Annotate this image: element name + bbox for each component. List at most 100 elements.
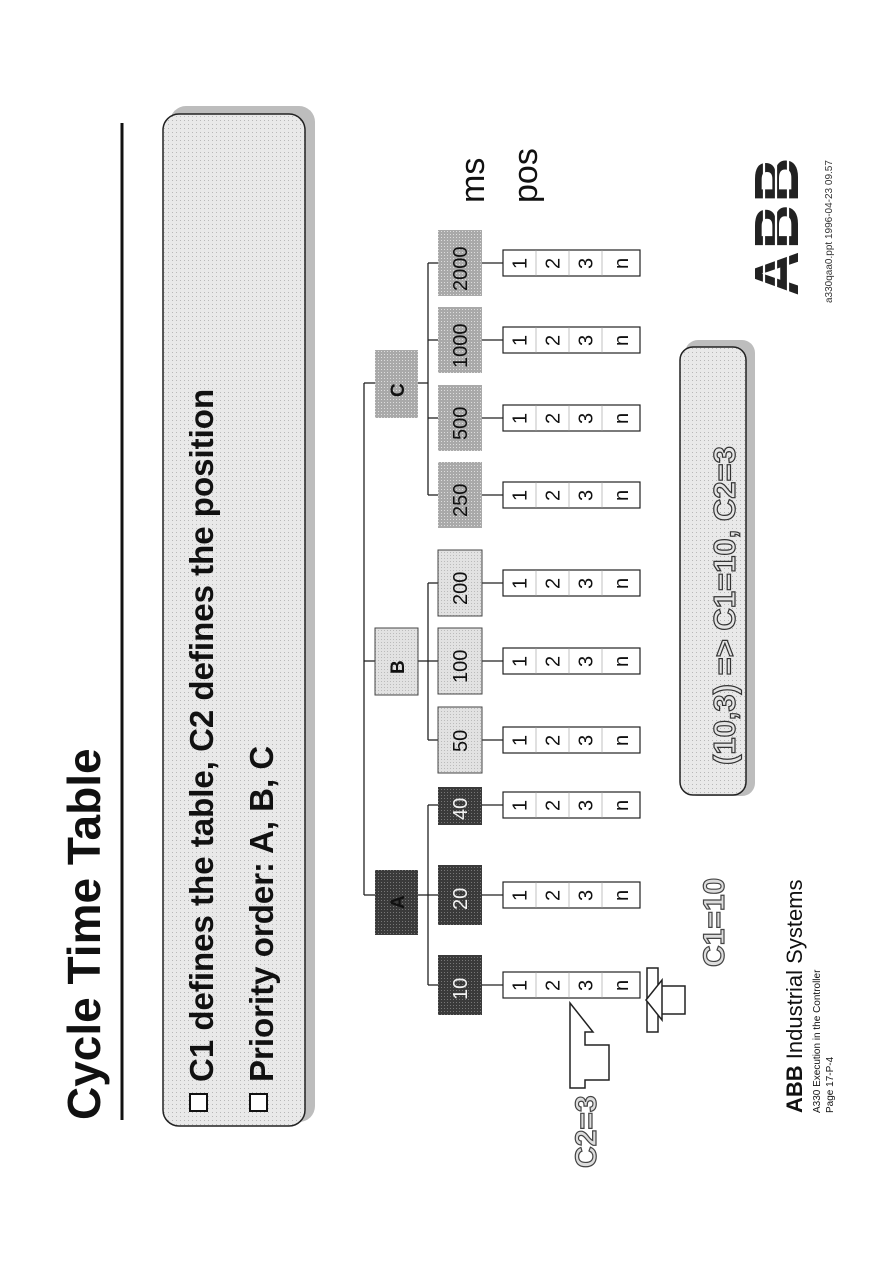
position-value: 1 (510, 800, 532, 811)
pos-column-frame (502, 404, 641, 432)
position-value: 1 (510, 258, 532, 269)
pos-column-frame (502, 647, 641, 675)
position-value: 2 (543, 890, 565, 901)
position-value: 2 (543, 656, 565, 667)
position-value: 1 (510, 578, 532, 589)
footer-line-1: A330 Execution in the Controller (812, 969, 823, 1113)
position-value: 2 (543, 578, 565, 589)
pos-column-frame (502, 971, 641, 999)
c1-label: C1=10 (698, 878, 731, 967)
ms-label-500: 500 (450, 407, 472, 440)
group-c-label: C (388, 383, 409, 397)
ms-label-10: 10 (450, 978, 472, 1000)
abb-logo: ABB (726, 120, 812, 298)
pos-column-frame (502, 726, 641, 754)
ms-label-200: 200 (450, 572, 472, 605)
position-value: 2 (543, 735, 565, 746)
position-value: 3 (576, 258, 598, 269)
c2-arrow-icon (569, 1000, 610, 1089)
position-value: 3 (576, 735, 598, 746)
pos-column-frame (502, 481, 641, 509)
ms-table-500: 500 (438, 385, 482, 451)
bullet-2: Priority order: A, B, C (243, 746, 280, 1112)
checkbox-icon (249, 1093, 268, 1112)
position-value: 1 (510, 335, 532, 346)
ms-label-250: 250 (450, 484, 472, 517)
position-value: 1 (510, 980, 532, 991)
position-value: 3 (576, 800, 598, 811)
ms-label-40: 40 (450, 798, 472, 820)
tree-connectors (363, 262, 503, 986)
ms-table-10: 10 (438, 955, 482, 1015)
position-value: n (611, 335, 633, 346)
group-b-label: B (388, 660, 409, 674)
position-value: n (611, 258, 633, 269)
ms-table-50: 50 (437, 706, 483, 774)
position-value: 3 (576, 890, 598, 901)
position-value: 3 (576, 413, 598, 424)
position-value: 3 (576, 980, 598, 991)
position-value: 2 (543, 490, 565, 501)
company-rest: Industrial Systems (782, 879, 807, 1065)
file-info: a330qaa0.ppt 1996-04-23 09.57 (824, 160, 835, 303)
bullet-panel (162, 106, 315, 1127)
ms-table-20: 20 (438, 865, 482, 925)
abb-logo-text: ABB (743, 156, 812, 296)
unit-pos: pos (507, 148, 545, 203)
pos-column-frame (502, 249, 641, 277)
position-value: n (611, 656, 633, 667)
position-value: 2 (543, 980, 565, 991)
position-value: 2 (543, 335, 565, 346)
group-a: A (375, 870, 418, 935)
ms-table-1000: 1000 (438, 307, 482, 373)
group-b: B (374, 627, 419, 696)
position-value: n (611, 980, 633, 991)
footer-line-2: Page 17-P-4 (825, 1056, 836, 1113)
c1-arrow-icon (646, 967, 686, 1033)
group-c: C (375, 350, 418, 418)
position-value: 1 (510, 890, 532, 901)
ms-table-40: 40 (438, 787, 482, 825)
group-a-label: A (388, 895, 409, 909)
position-value: 1 (510, 413, 532, 424)
ms-table-2000: 2000 (438, 230, 482, 296)
position-value: 2 (543, 258, 565, 269)
position-value: 3 (576, 578, 598, 589)
pos-column-frame (502, 569, 641, 597)
page-title: Cycle Time Table (58, 748, 110, 1120)
position-value: n (611, 800, 633, 811)
checkbox-icon (189, 1093, 208, 1112)
ms-table-250: 250 (438, 462, 482, 528)
position-value: n (611, 490, 633, 501)
ms-label-2000: 2000 (450, 247, 472, 292)
position-value: 3 (576, 490, 598, 501)
company-bold: ABB (782, 1065, 807, 1113)
bullet-2-text: Priority order: A, B, C (243, 746, 280, 1082)
ms-table-200: 200 (437, 549, 483, 617)
position-value: 1 (510, 735, 532, 746)
position-value: 1 (510, 656, 532, 667)
ms-label-100: 100 (450, 650, 472, 683)
position-value: 3 (576, 335, 598, 346)
ms-label-20: 20 (450, 888, 472, 910)
ms-table-100: 100 (437, 627, 483, 695)
result-text: (10,3) => C1=10, C2=3 (707, 446, 742, 765)
position-value: 1 (510, 490, 532, 501)
position-value: 3 (576, 656, 598, 667)
c1-arrowhead (645, 977, 663, 1023)
pos-column-frame (502, 791, 641, 819)
position-value: n (611, 413, 633, 424)
pos-column-frame (502, 326, 641, 354)
